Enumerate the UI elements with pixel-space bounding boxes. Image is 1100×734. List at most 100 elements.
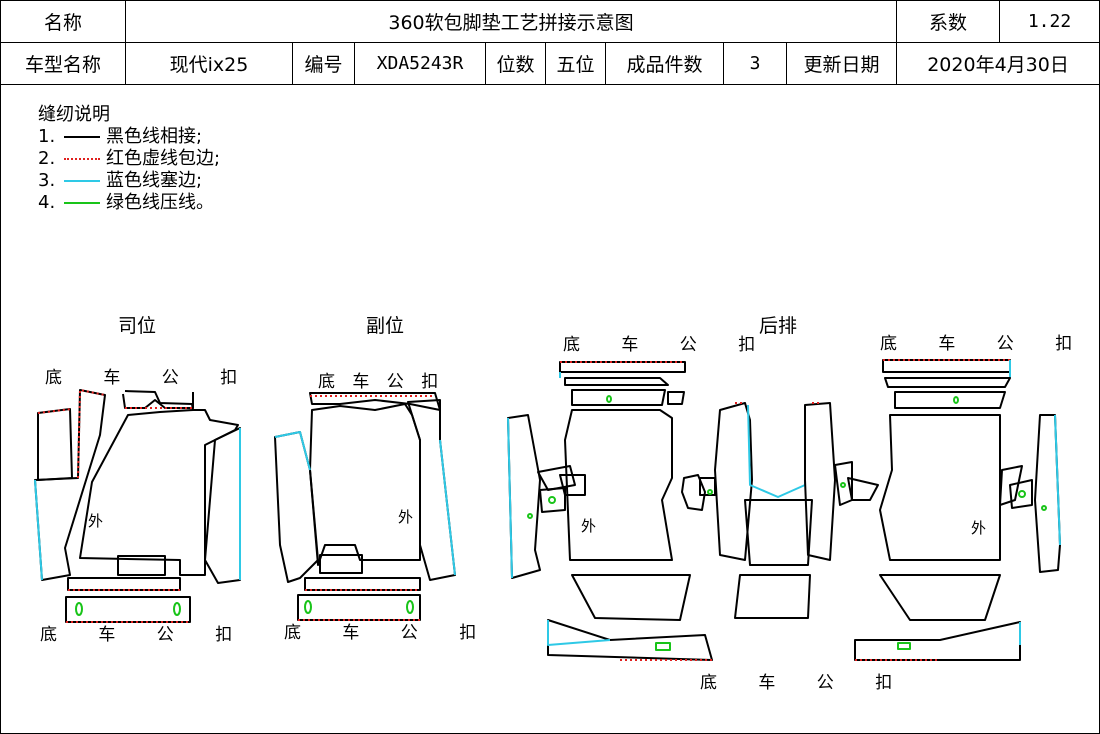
passenger-mat-pieces <box>274 392 456 621</box>
mat-piece <box>537 465 576 491</box>
cyan-edge <box>439 439 456 576</box>
mat-piece <box>319 554 363 574</box>
legend-text: 黑色线相接; <box>106 126 203 147</box>
outer-label: 外 <box>398 508 413 526</box>
legend-item: 4. 绿色线压线。 <box>38 192 214 213</box>
pieces-value: 3 <box>723 42 787 85</box>
clip-label: 底 车 公 扣 <box>284 623 494 643</box>
mat-piece <box>847 477 879 501</box>
legend-text: 蓝色线塞边; <box>106 170 203 191</box>
green-stitch-mark <box>173 602 181 616</box>
clip-label: 底 车 公 扣 <box>318 372 444 392</box>
green-stitch-mark <box>527 513 533 519</box>
rear-right-mat-pieces <box>834 359 1061 661</box>
sheet-title: 360软包脚垫工艺拼接示意图 <box>124 0 898 43</box>
mat-piece <box>564 377 669 386</box>
coef-label: 系数 <box>896 0 1001 43</box>
mat-piece <box>117 555 166 576</box>
green-stitch-mark <box>75 602 83 616</box>
legend-title: 缝纫说明 <box>38 104 110 125</box>
rear-section-title: 后排 <box>759 315 797 337</box>
mat-piece <box>999 465 1023 506</box>
mat-piece <box>571 574 691 621</box>
model-value: 现代ix25 <box>125 42 293 85</box>
mat-pattern-drawing: 司位 副位 后排 底 车 公 扣 底 车 公 扣 底 车 公 扣 底 车 公 扣… <box>34 315 1090 693</box>
mat-piece <box>667 391 685 405</box>
mat-piece <box>884 377 1011 388</box>
black-line-swatch <box>64 136 100 138</box>
mat-piece <box>37 408 73 481</box>
green-stitch-mark <box>304 600 312 614</box>
mat-piece <box>204 427 241 584</box>
legend-item: 1. 黑色线相接; <box>38 126 203 147</box>
sewing-legend: 缝纫说明 1. 黑色线相接; 2. 红色虚线包边; 3. 蓝色线塞边; 4. 绿… <box>38 104 220 214</box>
mat-piece <box>407 399 456 581</box>
code-label: 编号 <box>292 42 355 85</box>
mat-piece <box>879 414 1001 561</box>
mat-piece <box>34 389 106 581</box>
cyan-edge <box>274 431 311 471</box>
legend-text: 红色虚线包边; <box>106 148 221 169</box>
model-label: 车型名称 <box>0 42 126 85</box>
name-label: 名称 <box>0 0 126 43</box>
mat-piece <box>734 574 811 619</box>
legend-text: 绿色线压线。 <box>106 192 214 213</box>
mat-piece <box>297 594 421 621</box>
mat-piece <box>65 596 191 623</box>
mat-piece <box>559 474 586 496</box>
outer-label: 外 <box>88 512 103 530</box>
mat-piece <box>854 621 1021 661</box>
coef-value: 1.22 <box>999 0 1100 43</box>
header-table: 名称 360软包脚垫工艺拼接示意图 系数 1.22 车型名称 现代ix25 编号… <box>0 0 1100 85</box>
clip-label: 底 车 公 扣 <box>880 334 1090 354</box>
rear-left-mat-pieces <box>507 361 713 661</box>
green-stitch-mark <box>655 642 671 651</box>
red-edge <box>37 408 73 414</box>
mat-piece <box>882 359 1011 373</box>
legend-item: 3. 蓝色线塞边; <box>38 170 203 191</box>
mat-piece <box>564 409 673 561</box>
cyan-edge <box>747 404 806 498</box>
green-line-swatch <box>64 202 100 204</box>
mat-piece <box>744 499 813 566</box>
mat-piece <box>681 474 706 511</box>
rear-center-mat-pieces <box>681 402 836 619</box>
green-stitch-mark <box>897 642 911 650</box>
mat-piece <box>309 392 441 411</box>
clip-label: 底 车 公 扣 <box>45 368 255 388</box>
outer-label: 外 <box>971 519 986 537</box>
seats-value: 五位 <box>545 42 606 85</box>
mat-piece <box>894 391 1006 409</box>
mat-piece <box>67 577 181 591</box>
green-stitch-mark <box>548 496 556 504</box>
green-stitch-mark <box>953 396 959 404</box>
outer-label: 外 <box>581 517 596 535</box>
mat-piece <box>879 574 1001 621</box>
legend-item: 2. 红色虚线包边; <box>38 148 221 169</box>
mat-piece <box>79 390 239 576</box>
green-stitch-mark <box>406 600 414 614</box>
cyan-edge <box>507 417 513 579</box>
mat-piece <box>804 402 836 561</box>
mat-piece <box>699 477 716 496</box>
cyan-edge <box>547 620 611 646</box>
mat-piece <box>507 414 541 579</box>
mat-piece <box>539 487 566 513</box>
cyan-edge <box>1054 414 1061 546</box>
cyan-line-swatch <box>64 180 100 182</box>
clip-label: 底 车 公 扣 <box>40 625 250 645</box>
passenger-section-title: 副位 <box>366 315 404 337</box>
pieces-label: 成品件数 <box>605 42 724 85</box>
mat-piece <box>714 402 753 561</box>
green-stitch-mark <box>1041 505 1047 511</box>
date-label: 更新日期 <box>785 42 898 85</box>
red-edge <box>77 389 106 479</box>
code-value: XDA5243R <box>354 42 486 85</box>
green-stitch-mark <box>707 489 713 495</box>
mat-piece <box>309 403 421 566</box>
mat-piece <box>547 619 713 661</box>
date-value: 2020年4月30日 <box>896 42 1100 85</box>
green-stitch-mark <box>840 482 846 488</box>
driver-mat-pieces <box>34 389 241 623</box>
mat-piece <box>571 389 666 406</box>
